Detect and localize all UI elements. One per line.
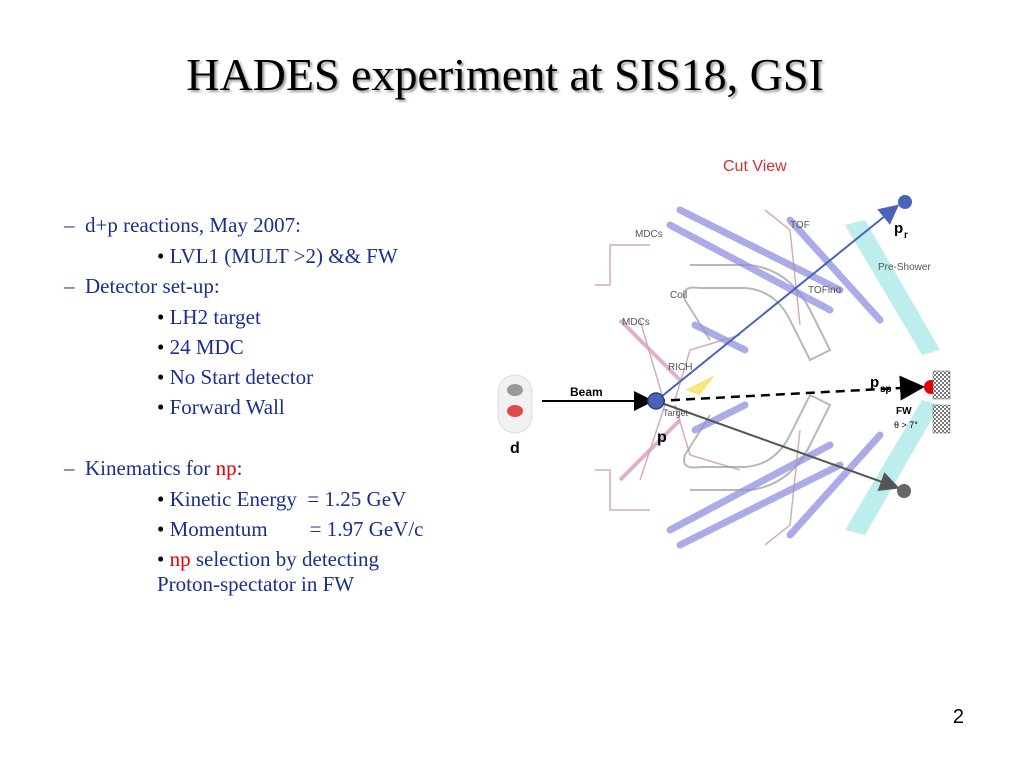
p-label: p <box>657 429 667 446</box>
pr-label: p <box>894 220 903 237</box>
pr-track <box>655 204 900 402</box>
hades-detector-diagram: Cut View Beam d p p r p sp TOF TOFino Pr… <box>497 158 951 549</box>
coil-label: Coil <box>670 290 687 301</box>
bullet-trigger: • LVL1 (MULT >2) && FW <box>157 244 398 268</box>
bullet-reactions: – d+p reactions, May 2007: <box>64 213 301 237</box>
coil-shapes <box>683 264 832 491</box>
cut-view-label: Cut View <box>723 158 787 175</box>
psp-label: p <box>870 374 879 391</box>
bullet-selection: • np selection by detecting <box>157 547 379 571</box>
pr-sub: r <box>904 230 908 241</box>
bullet-setup: – Detector set-up: <box>64 274 220 298</box>
deuteron-red <box>507 405 523 417</box>
preshower-label: Pre-Shower <box>878 262 931 273</box>
gray-endpoint <box>897 484 911 498</box>
bullet-lh2: • LH2 target <box>157 305 261 329</box>
target-glow <box>685 375 715 395</box>
page-number: 2 <box>952 706 964 728</box>
psp-sub: sp <box>880 384 892 395</box>
bullet-momentum: • Momentum = 1.97 GeV/c <box>157 517 424 541</box>
tof-label: TOF <box>790 220 810 231</box>
rich-label: RICH <box>668 362 692 373</box>
bullet-energy: • Kinetic Energy = 1.25 GeV <box>157 487 407 511</box>
beam-label: Beam <box>570 385 603 399</box>
tofino-label: TOFino <box>808 285 842 296</box>
tof-preshower <box>845 220 940 535</box>
slide-title: HADES experiment at SIS18, GSI <box>186 49 824 100</box>
bullet-kinematics: – Kinematics for np: <box>64 456 243 480</box>
fw-block-top <box>932 370 951 400</box>
detector-frame <box>595 209 801 546</box>
bullet-mdc: • 24 MDC <box>157 335 244 359</box>
fw-block-bottom <box>932 404 951 434</box>
fw-label: FW <box>896 406 912 417</box>
theta-label: θ > 7° <box>894 420 918 430</box>
deuteron-gray <box>507 384 523 396</box>
target-label: Target <box>663 408 689 418</box>
mdcs-top-label: MDCs <box>635 229 663 240</box>
gray-track <box>655 400 900 492</box>
bullet-selection-cont: Proton-spectator in FW <box>157 572 355 596</box>
rich-mirrors <box>618 318 682 482</box>
d-label: d <box>510 440 520 457</box>
pr-endpoint <box>898 195 912 209</box>
target-point <box>647 392 665 410</box>
bullet-start: • No Start detector <box>157 365 314 389</box>
deuteron-capsule <box>497 374 533 434</box>
mdcs-mid-label: MDCs <box>622 317 650 328</box>
mdc-planes <box>666 206 884 549</box>
bullet-fw: • Forward Wall <box>157 395 285 419</box>
